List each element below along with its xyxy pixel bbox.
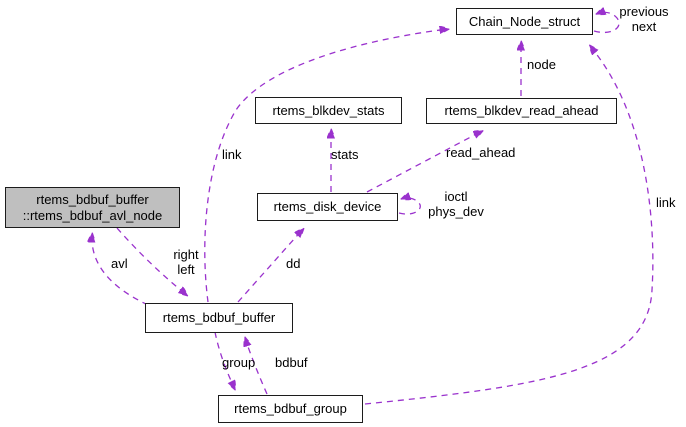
edge-label-bdbuf: bdbuf bbox=[275, 355, 308, 370]
edge-label-ioctl: ioctl bbox=[444, 189, 468, 204]
avl-node-label-line1: rtems_bdbuf_buffer bbox=[36, 191, 149, 207]
edge-label-node: node bbox=[527, 57, 556, 72]
edge-label-link-left: link bbox=[222, 147, 242, 162]
edge-link-right bbox=[364, 46, 654, 405]
node-rtems-bdbuf-buffer[interactable]: rtems_bdbuf_buffer bbox=[145, 303, 293, 333]
edge-right-left bbox=[116, 227, 187, 295]
node-rtems-blkdev-stats[interactable]: rtems_blkdev_stats bbox=[255, 97, 402, 124]
edge-label-link-right: link bbox=[656, 195, 676, 210]
edge-label-previous-next: previous next bbox=[612, 4, 676, 34]
edge-label-next: next bbox=[631, 19, 657, 34]
edge-read-ahead bbox=[366, 131, 482, 193]
edge-label-phys-dev: phys_dev bbox=[428, 204, 484, 219]
node-rtems-bdbuf-group[interactable]: rtems_bdbuf_group bbox=[218, 395, 363, 423]
edge-label-right-left: right left bbox=[164, 247, 208, 277]
edge-group bbox=[214, 331, 235, 389]
node-rtems-disk-device[interactable]: rtems_disk_device bbox=[257, 193, 398, 221]
edge-label-avl: avl bbox=[111, 256, 128, 271]
edge-label-read-ahead: read_ahead bbox=[446, 145, 516, 160]
edge-label-ioctl-phys-dev: ioctl phys_dev bbox=[420, 189, 492, 219]
edge-label-stats: stats bbox=[331, 147, 359, 162]
edge-label-previous: previous bbox=[619, 4, 669, 19]
edge-link-left bbox=[204, 29, 448, 303]
edge-dd bbox=[237, 229, 303, 303]
edge-ioctl-phys-dev bbox=[399, 198, 421, 215]
edge-previous-next bbox=[594, 12, 620, 33]
edge-label-dd: dd bbox=[286, 256, 301, 271]
edge-label-group: group bbox=[222, 355, 256, 370]
edge-avl bbox=[92, 234, 149, 306]
avl-node-label-line2: ::rtems_bdbuf_avl_node bbox=[22, 207, 163, 223]
edge-label-right: right bbox=[173, 247, 199, 262]
node-rtems-blkdev-read-ahead[interactable]: rtems_blkdev_read_ahead bbox=[426, 98, 617, 124]
node-rtems-bdbuf-avl-node: rtems_bdbuf_buffer ::rtems_bdbuf_avl_nod… bbox=[5, 187, 180, 228]
node-chain-node-struct[interactable]: Chain_Node_struct bbox=[456, 8, 593, 35]
edge-label-left: left bbox=[177, 262, 195, 277]
edge-bdbuf bbox=[245, 338, 268, 395]
